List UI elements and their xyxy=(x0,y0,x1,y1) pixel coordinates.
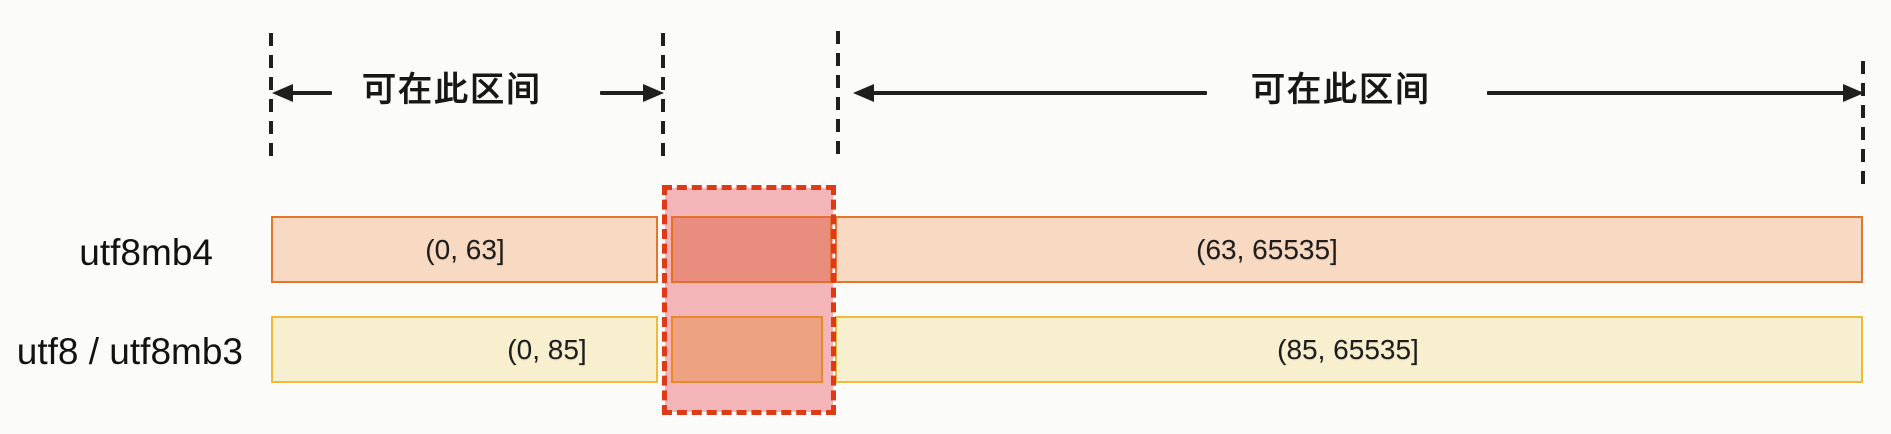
bar-utf8-low-range-label: (0, 85] xyxy=(507,334,587,365)
arrowhead-right-icon xyxy=(1843,84,1864,102)
bar-utf8mb4-segment-low xyxy=(271,216,658,283)
bar-utf8-overlap-segment xyxy=(671,316,823,383)
arrow-shaft xyxy=(871,91,1207,95)
row-label-utf8mb4: utf8mb4 xyxy=(79,232,213,273)
arrow-shaft xyxy=(289,91,332,95)
bar-utf8mb4-overlap-segment xyxy=(671,216,832,283)
dashed-guide-line-right xyxy=(1861,61,1865,188)
bar-utf8mb4-high-range-label: (63, 65535] xyxy=(1196,234,1338,265)
bar-utf8mb4-segment-high xyxy=(835,216,1863,283)
arrowhead-left-icon xyxy=(853,84,874,102)
arrowhead-right-icon xyxy=(643,84,664,102)
bar-utf8-segment-low xyxy=(271,316,658,383)
right-range-annotation: 可在此区间 xyxy=(1251,71,1431,109)
dashed-guide-line-mid-right xyxy=(836,31,840,161)
arrow-shaft xyxy=(1487,91,1844,95)
arrowhead-left-icon xyxy=(272,84,293,102)
left-range-annotation: 可在此区间 xyxy=(362,71,542,109)
dashed-guide-line-left xyxy=(269,33,273,162)
bar-utf8-high-range-label: (85, 65535] xyxy=(1277,334,1419,365)
bar-utf8mb4-low-range-label: (0, 63] xyxy=(425,234,505,265)
bar-utf8-segment-high xyxy=(835,316,1863,383)
highlight-region-dashed-border xyxy=(662,185,836,415)
arrow-shaft xyxy=(600,91,646,95)
row-label-utf8-utf8mb3: utf8 / utf8mb3 xyxy=(16,331,243,372)
